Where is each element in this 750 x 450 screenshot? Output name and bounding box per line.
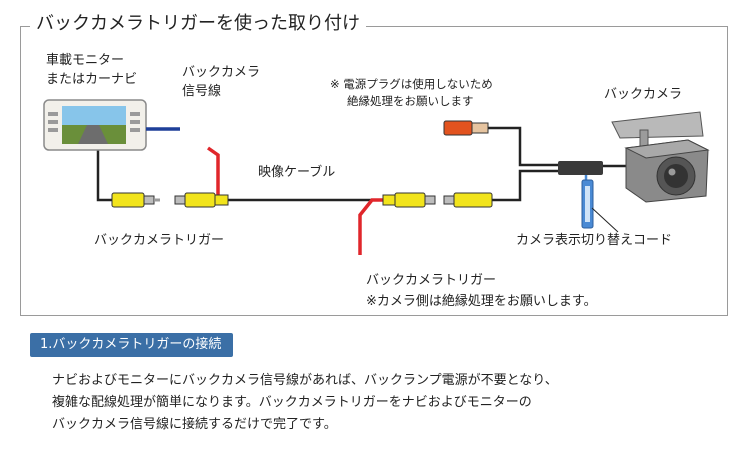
back-camera-label: バックカメラ (604, 87, 683, 102)
trigger-bottom-label-line-1: バックカメラトリガー (366, 273, 497, 288)
power-cable (488, 126, 560, 167)
video-cable-label: 映像ケーブル (258, 165, 336, 180)
trigger-left-label: バックカメラトリガー (94, 233, 225, 248)
trigger-middle-icon (358, 192, 436, 255)
rca-connector-icon (111, 192, 160, 208)
monitor-icon (43, 99, 147, 151)
camera-side-cable (492, 169, 560, 202)
power-plug-icon (443, 120, 489, 136)
monitor-label-line-2: またはカーナビ (46, 72, 138, 87)
diagram-title: バックカメラトリガーを使った取り付け (30, 12, 366, 36)
wiring-diagram (43, 99, 710, 255)
power-plug-note: ※ 電源プラグは使用しないため 絶縁処理をお願いします (330, 76, 493, 110)
monitor-label-line-1: 車載モニター (46, 53, 125, 68)
switch-cord-label: カメラ表示切り替えコード (516, 233, 673, 248)
junction-box (558, 161, 603, 175)
power-plug-note-line-1: ※ 電源プラグは使用しないため (330, 77, 493, 91)
diagram-frame (20, 26, 728, 316)
trigger-bottom-label-line-2: ※カメラ側は絶縁処理をお願いします。 (366, 294, 597, 309)
section-heading: 1.バックカメラトリガーの接続 (30, 333, 234, 357)
section-body-line-2: 複雑な配線処理が簡単になります。バックカメラトリガーをナビおよびモニターの (52, 395, 532, 410)
switch-cord-leader (591, 207, 619, 233)
monitor-label: 車載モニター またはカーナビ (46, 51, 137, 89)
trigger-bottom-label: バックカメラトリガー ※カメラ側は絶縁処理をお願いします。 (366, 270, 597, 312)
switch-cord-icon (581, 175, 594, 229)
power-plug-note-line-2: 絶縁処理をお願いします (347, 94, 474, 108)
trigger-left-icon (174, 146, 229, 208)
signal-line-label-line-1: バックカメラ (182, 65, 261, 80)
rca-connector-camera-side (443, 192, 493, 208)
monitor-lead-cable (96, 145, 112, 202)
cables (96, 126, 626, 202)
signal-line-label: バックカメラ 信号線 (182, 63, 260, 101)
section-body-line-1: ナビおよびモニターにバックカメラ信号線があれば、バックランプ電源が不要となり、 (52, 373, 558, 388)
signal-line-label-line-2: 信号線 (182, 84, 222, 99)
camera-icon (611, 111, 710, 203)
section-body: ナビおよびモニターにバックカメラ信号線があれば、バックランプ電源が不要となり、 … (52, 370, 558, 436)
section-body-line-3: バックカメラ信号線に接続するだけで完了です。 (52, 417, 337, 432)
